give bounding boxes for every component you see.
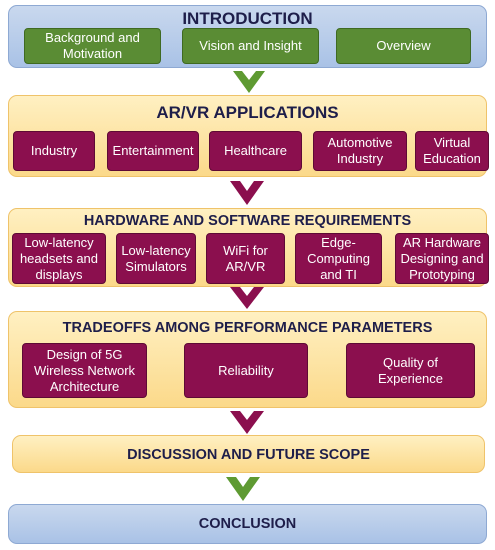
arrow-down-icon xyxy=(230,181,264,205)
low-latency-headsets-box: Low-latency headsets and displays xyxy=(12,233,106,284)
conclusion-title: CONCLUSION xyxy=(198,516,297,532)
vision-and-insight-box: Vision and Insight xyxy=(182,28,319,64)
requirements-section: HARDWARE AND SOFTWARE REQUIREMENTS Low-l… xyxy=(8,208,489,287)
wifi-for-arvr-box: WiFi for AR/VR xyxy=(206,233,285,284)
low-latency-simulators-box: Low-latency Simulators xyxy=(116,233,196,284)
tradeoffs-title: TRADEOFFS AMONG PERFORMANCE PARAMETERS xyxy=(62,320,433,336)
conclusion-section: CONCLUSION xyxy=(8,504,487,544)
arrow-down-icon xyxy=(230,411,264,434)
arrow-down-icon xyxy=(233,71,265,93)
arrow-down-icon xyxy=(230,287,264,309)
overview-box: Overview xyxy=(336,28,471,64)
ar-hardware-box: AR Hardware Designing and Prototyping xyxy=(395,233,489,284)
introduction-section: INTRODUCTION Background and Motivation V… xyxy=(8,5,487,68)
healthcare-box: Healthcare xyxy=(209,131,302,171)
applications-title: AR/VR APPLICATIONS xyxy=(156,103,339,122)
industry-box: Industry xyxy=(13,131,95,171)
virtual-education-box: Virtual Education xyxy=(415,131,489,171)
discussion-section: DISCUSSION AND FUTURE SCOPE xyxy=(12,435,485,473)
quality-of-experience-box: Quality of Experience xyxy=(346,343,475,398)
5g-architecture-box: Design of 5G Wireless Network Architectu… xyxy=(22,343,147,398)
requirements-title: HARDWARE AND SOFTWARE REQUIREMENTS xyxy=(83,213,412,229)
entertainment-box: Entertainment xyxy=(107,131,199,171)
tradeoffs-section: TRADEOFFS AMONG PERFORMANCE PARAMETERS D… xyxy=(8,311,487,408)
arrow-down-icon xyxy=(226,477,260,501)
discussion-title: DISCUSSION AND FUTURE SCOPE xyxy=(127,447,370,463)
introduction-title: INTRODUCTION xyxy=(182,9,313,28)
applications-section: AR/VR APPLICATIONS Industry Entertainmen… xyxy=(8,95,489,177)
background-and-motivation-box: Background and Motivation xyxy=(24,28,161,64)
edge-computing-box: Edge-Computing and TI xyxy=(295,233,382,284)
automotive-industry-box: Automotive Industry xyxy=(313,131,407,171)
reliability-box: Reliability xyxy=(184,343,308,398)
